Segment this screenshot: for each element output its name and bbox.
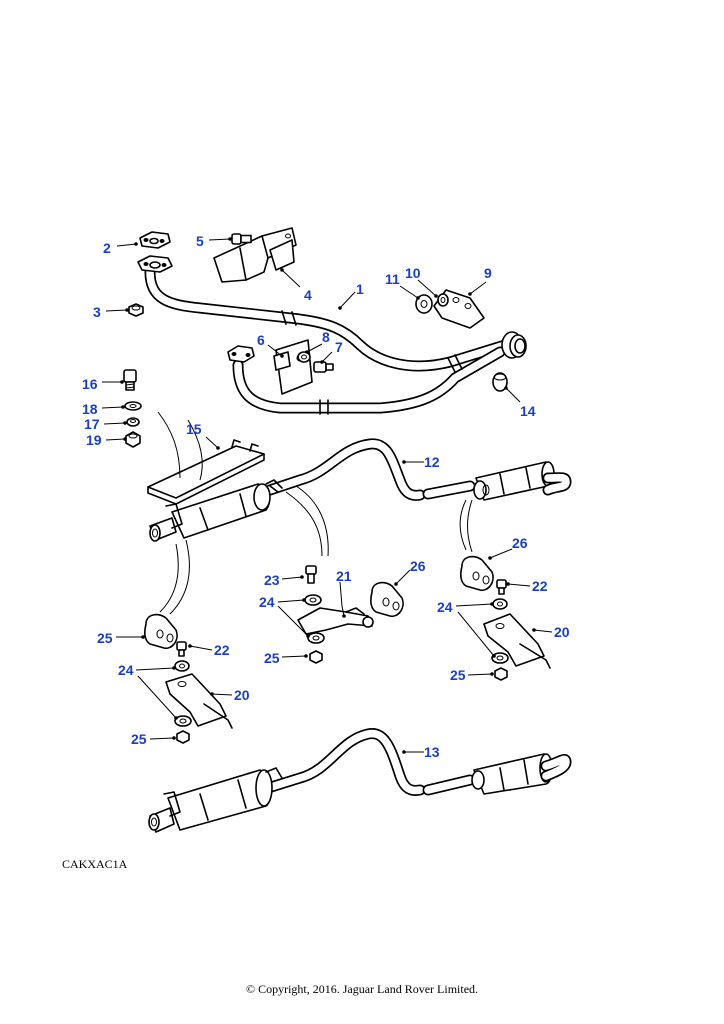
copyright-notice: © Copyright, 2016. Jaguar Land Rover Lim…	[245, 982, 479, 996]
bolt-part-5	[231, 233, 252, 245]
callout-26-middle: 26	[410, 558, 426, 574]
callout-25-middle: 25	[264, 650, 280, 666]
callout-7: 7	[335, 339, 343, 355]
middle-hanger-group	[297, 565, 404, 664]
callout-15: 15	[186, 421, 202, 437]
callout-21: 21	[336, 568, 352, 584]
callout-18: 18	[82, 401, 98, 417]
callout-25-upper-left: 25	[97, 630, 113, 646]
rear-hanger-bracket	[415, 289, 485, 329]
heat-shield-bracket	[213, 227, 297, 283]
association-leaders	[157, 411, 473, 615]
callout-5: 5	[196, 233, 204, 249]
callout-4: 4	[304, 287, 312, 303]
callout-11: 11	[385, 271, 400, 287]
fastener-stack	[123, 369, 142, 448]
callout-25-lower-left: 25	[131, 731, 147, 747]
callout-16: 16	[82, 376, 98, 392]
front-pipe-assembly	[137, 255, 527, 415]
callout-3: 3	[93, 304, 101, 320]
callout-12: 12	[424, 454, 440, 470]
callout-14: 14	[520, 403, 536, 419]
callout-2: 2	[103, 240, 111, 256]
callout-9: 9	[484, 265, 492, 281]
alternative-exhaust-system	[148, 728, 572, 833]
callout-25-right: 25	[450, 667, 466, 683]
callout-22-right: 22	[532, 578, 548, 594]
sleeve-part-14	[492, 372, 508, 392]
callout-labels: 1 2 3 4 5 6 7 8 9 10 11 12 13 14 15 16 1…	[82, 233, 570, 760]
diagram-reference-code: CAKXAC1A	[62, 857, 128, 871]
pipe-mounting-bracket	[273, 339, 334, 395]
callout-19: 19	[86, 432, 102, 448]
callout-22-left: 22	[214, 642, 230, 658]
callout-13: 13	[424, 744, 440, 760]
right-hanger-group	[460, 555, 551, 681]
callout-8: 8	[322, 329, 330, 345]
callout-17: 17	[84, 416, 100, 432]
callout-10: 10	[405, 265, 421, 281]
callout-6: 6	[257, 332, 265, 348]
gasket-part	[139, 231, 171, 249]
callout-23: 23	[264, 572, 280, 588]
main-exhaust-system	[149, 438, 572, 542]
callout-20-right: 20	[554, 624, 570, 640]
callout-leaders	[101, 237, 553, 754]
callout-24-middle: 24	[259, 594, 275, 610]
left-hanger-group	[144, 613, 233, 744]
callout-20-left: 20	[234, 687, 250, 703]
nut-part-3	[128, 303, 144, 317]
callout-24-right: 24	[437, 599, 453, 615]
callout-1: 1	[356, 281, 364, 297]
callout-24-left: 24	[118, 662, 134, 678]
callout-26-right: 26	[512, 535, 528, 551]
